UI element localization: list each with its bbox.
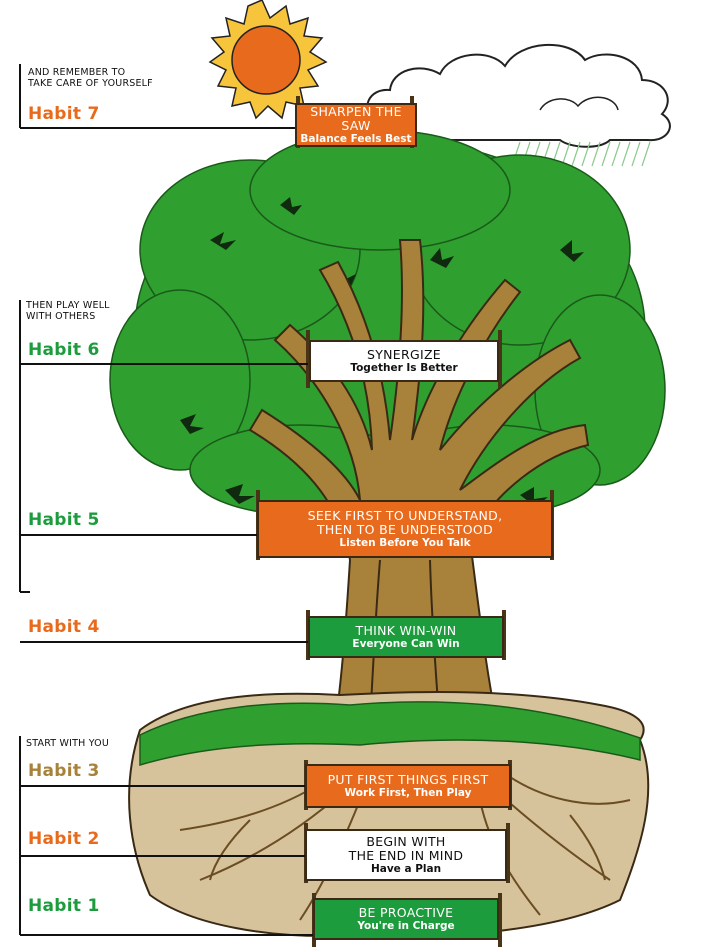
sign-habit-5: SEEK FIRST TO UNDERSTAND, THEN TO BE UND… (257, 500, 553, 558)
habit-4-label: Habit 4 (28, 617, 100, 637)
sign-subtitle: Work First, Then Play (344, 787, 472, 799)
habit-7-label: Habit 7 (28, 104, 100, 124)
sign-subtitle: Have a Plan (370, 863, 442, 875)
note-start-with-you: START WITH YOU (26, 738, 110, 749)
sign-habit-7: SHARPEN THE SAW Balance Feels Best (295, 103, 417, 147)
sign-title: THINK WIN-WIN (355, 623, 457, 638)
sign-title: BE PROACTIVE (358, 905, 454, 920)
note-play-well: THEN PLAY WELL WITH OTHERS (26, 300, 110, 322)
sign-habit-2: BEGIN WITH THE END IN MIND Have a Plan (305, 829, 507, 881)
note-take-care: AND REMEMBER TO TAKE CARE OF YOURSELF (28, 67, 153, 89)
habit-5-label: Habit 5 (28, 510, 100, 530)
sign-habit-3: PUT FIRST THINGS FIRST Work First, Then … (305, 764, 511, 808)
sign-title: SHARPEN THE SAW (310, 104, 402, 133)
sign-subtitle: Listen Before You Talk (339, 537, 471, 549)
sign-title: BEGIN WITH THE END IN MIND (348, 834, 464, 863)
sign-subtitle: Everyone Can Win (352, 638, 460, 650)
habit-1-label: Habit 1 (28, 896, 100, 916)
sign-habit-4: THINK WIN-WIN Everyone Can Win (308, 616, 504, 658)
habit-3-label: Habit 3 (28, 761, 100, 781)
sign-subtitle: Balance Feels Best (300, 133, 412, 145)
sign-habit-6: SYNERGIZE Together Is Better (309, 340, 499, 382)
sign-subtitle: You're in Charge (357, 920, 455, 932)
ground (128, 691, 650, 938)
sign-title: SYNERGIZE (366, 347, 442, 362)
sign-title: PUT FIRST THINGS FIRST (327, 772, 489, 787)
sign-subtitle: Together Is Better (350, 362, 458, 374)
habit-2-label: Habit 2 (28, 829, 100, 849)
habit-6-label: Habit 6 (28, 340, 100, 360)
habit-bracket-lines (19, 64, 314, 936)
sun-icon (208, 0, 328, 120)
sign-title: SEEK FIRST TO UNDERSTAND, THEN TO BE UND… (307, 508, 503, 537)
sign-habit-1: BE PROACTIVE You're in Charge (313, 898, 499, 940)
